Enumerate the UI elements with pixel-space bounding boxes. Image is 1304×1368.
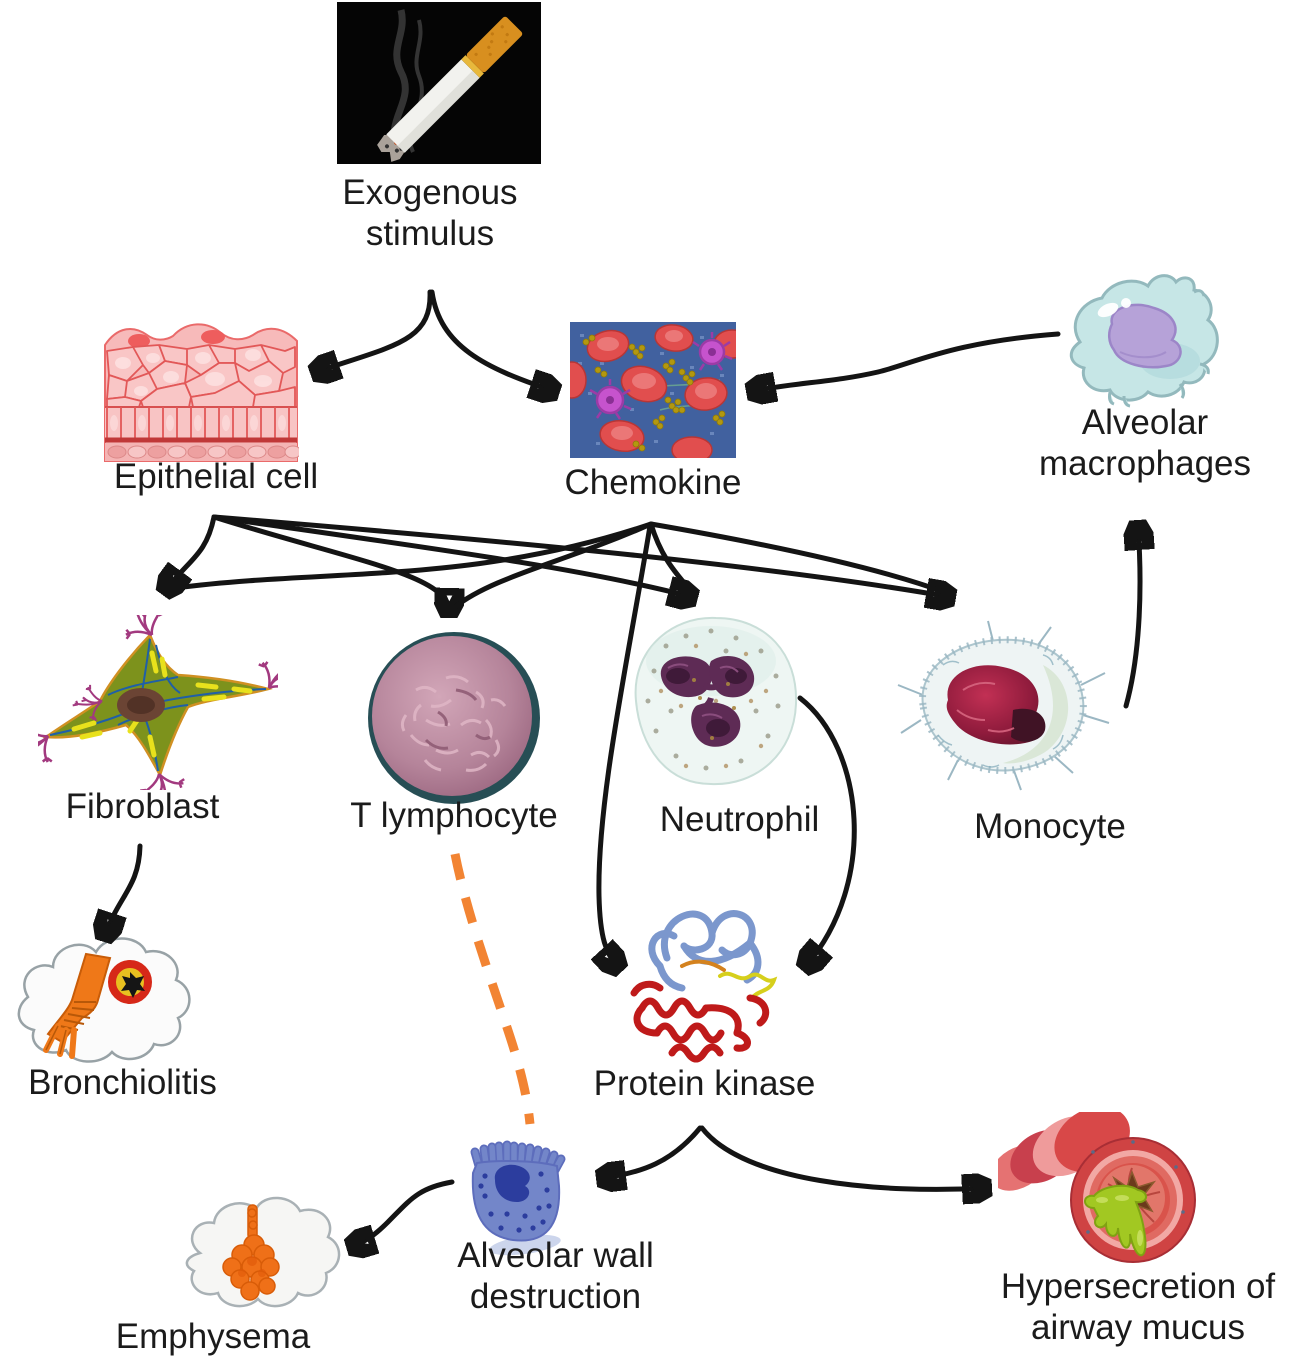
label-bronchiolitis: Bronchiolitis <box>28 1063 217 1102</box>
arrow-t-lymphocyte-to-alveolar-wall-destruction <box>450 853 535 1125</box>
bronchiolitis-image <box>8 922 198 1072</box>
arrow-epithelial-to-neutrophil <box>211 514 692 597</box>
fibroblast-image <box>38 615 278 790</box>
arrow-epithelial-to-t-lymphocyte <box>211 514 449 612</box>
label-t-lymphocyte: T lymphocyte <box>350 796 558 835</box>
label-alveolar-macrophages: Alveolar macrophages <box>1038 403 1252 484</box>
cigarette-image <box>337 2 541 164</box>
emphysema-image <box>172 1183 342 1318</box>
protein-kinase-image <box>612 888 792 1066</box>
label-exogenous-stimulus: Exogenous stimulus <box>342 173 518 254</box>
label-alveolar-wall-destruction: Alveolar wall destruction <box>457 1236 654 1317</box>
label-hypersecretion: Hypersecretion of airway mucus <box>1000 1267 1276 1348</box>
arrow-protein-kinase-to-alveolar-wall-destruction <box>602 1125 703 1178</box>
arrow-protein-kinase-to-hypersecretion <box>699 1125 986 1189</box>
label-monocyte: Monocyte <box>974 807 1126 846</box>
airway-mucus-image <box>998 1112 1218 1282</box>
label-protein-kinase: Protein kinase <box>593 1064 816 1103</box>
chemokine-image <box>570 322 736 458</box>
label-fibroblast: Fibroblast <box>65 787 220 826</box>
alveolar-macrophage-image <box>1050 264 1225 422</box>
arrow-chemokine-to-fibroblast <box>172 521 654 591</box>
arrow-stimulus-to-chemokine <box>429 289 554 391</box>
t-lymphocyte-image <box>366 630 541 805</box>
arrow-chemokine-to-neutrophil <box>648 521 693 593</box>
arrow-epithelial-to-monocyte <box>211 514 950 597</box>
epithelial-cell-image <box>103 303 299 463</box>
arrow-chemokine-to-t-lymphocyte <box>452 521 654 610</box>
monocyte-image <box>893 615 1113 800</box>
arrow-monocyte-to-macrophages <box>1126 526 1140 709</box>
arrow-chemokine-to-monocyte <box>648 521 947 595</box>
arrow-macrophages-to-chemokine <box>752 331 1061 391</box>
label-emphysema: Emphysema <box>115 1317 311 1356</box>
arrow-epithelial-to-fibroblast <box>166 514 217 590</box>
alveolar-wall-destruction-image <box>455 1118 583 1258</box>
neutrophil-image <box>616 606 811 798</box>
arrow-stimulus-to-epithelial <box>316 289 433 372</box>
label-neutrophil: Neutrophil <box>659 800 820 839</box>
label-chemokine: Chemokine <box>564 463 742 502</box>
label-epithelial-cell: Epithelial cell <box>113 457 319 496</box>
